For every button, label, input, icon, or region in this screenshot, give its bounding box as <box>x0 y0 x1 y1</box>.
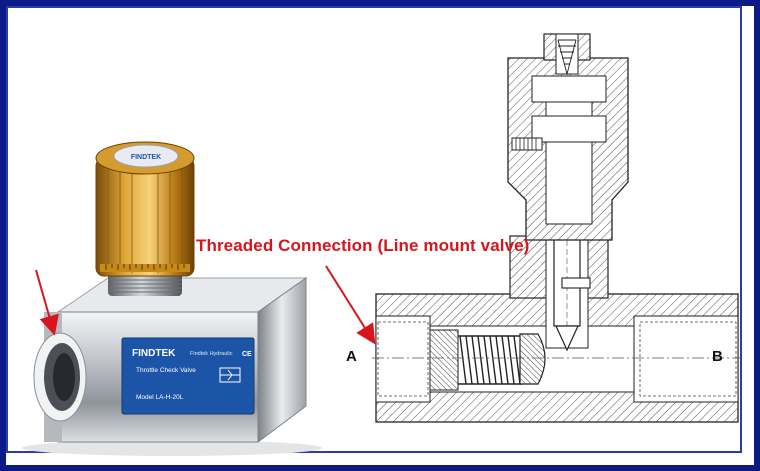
inner-frame <box>6 6 742 453</box>
hydraulic-symbol-icon <box>219 367 241 383</box>
port-a-label: A <box>346 348 357 365</box>
callout-label: Threaded Connection (Line mount valve) <box>196 236 530 255</box>
valve-section-drawing <box>372 33 742 423</box>
label-product: Throttle Check Valve <box>136 367 196 374</box>
callout-arrow-photo <box>35 269 59 336</box>
label-model: Model LA-H-20L <box>136 394 184 401</box>
knob-cap-brand: FINDTEK <box>131 154 161 161</box>
product-label: FINDTEK Findtek Hydraulic CE Throttle Ch… <box>121 337 255 415</box>
label-brand: FINDTEK <box>132 348 176 359</box>
label-mark: CE <box>242 351 252 358</box>
check-spring <box>458 335 522 385</box>
label-company: Findtek Hydraulic <box>190 351 233 357</box>
callout-arrow-drawing <box>325 265 376 345</box>
port-b-label: B <box>712 348 723 365</box>
valve-photo: FINDTEK FINDTEK Findtek Hydraulic CE Thr… <box>22 141 322 456</box>
